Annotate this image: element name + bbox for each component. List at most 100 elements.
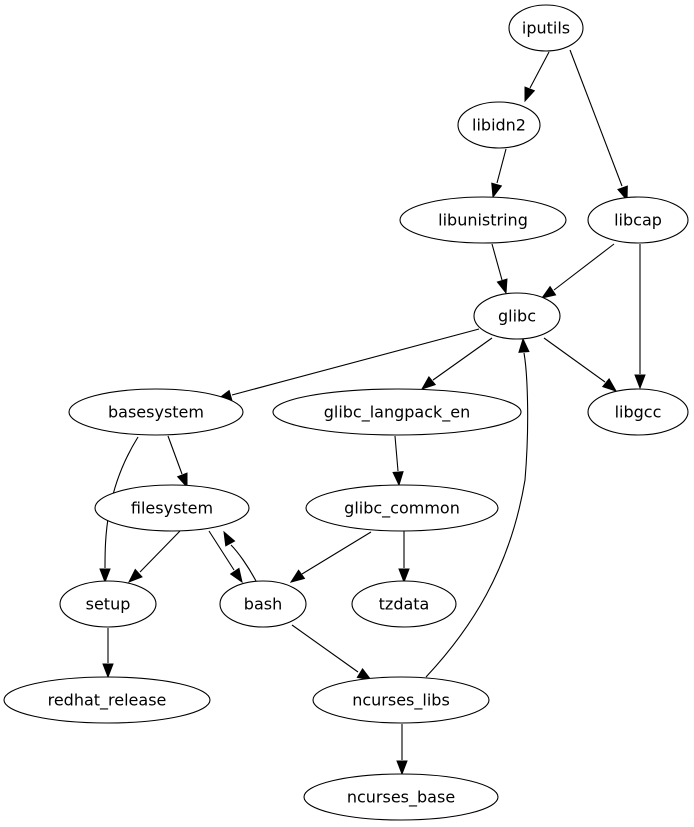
edge-line [231, 328, 480, 396]
node-libcap: libcap [587, 196, 689, 244]
node-shape [59, 580, 157, 628]
edge-glibc-to-libgcc [543, 337, 618, 392]
arrowhead-icon [289, 569, 306, 583]
node-label: filesystem [131, 499, 213, 518]
node-shape [303, 773, 499, 821]
arrowhead-icon [634, 374, 646, 390]
edge-bash-to-filesystem [223, 530, 257, 582]
edge-line [543, 337, 606, 383]
nodes-layer: iputils libidn2 libunistring libcap glibc bas… [3, 4, 689, 821]
edge-filesystem-to-bash [208, 530, 243, 584]
arrowhead-icon [223, 530, 236, 547]
node-libunistring: libunistring [399, 196, 567, 244]
node-label: ncurses_libs [352, 691, 450, 711]
node-glibc-common: glibc_common [305, 484, 499, 532]
node-redhat-release: redhat_release [3, 676, 211, 724]
arrowhead-icon [496, 278, 508, 295]
arrowhead-icon [392, 471, 404, 487]
arrowhead-icon [102, 663, 114, 679]
node-label: tzdata [379, 595, 430, 614]
node-shape [68, 388, 244, 436]
node-shape [473, 292, 561, 340]
node-shape [399, 196, 567, 244]
edge-libidn2-to-libunistring [491, 148, 507, 199]
arrowhead-icon [518, 337, 530, 353]
node-libgcc: libgcc [587, 388, 689, 436]
edge-glibc-langpack-en-to-glibc-common [392, 435, 404, 487]
edge-line [394, 435, 399, 472]
edge-line [496, 148, 507, 184]
node-shape [94, 484, 250, 532]
node-libidn2: libidn2 [457, 101, 541, 149]
edge-ncurses-libs-to-ncurses-base [396, 724, 408, 776]
arrowhead-icon [99, 568, 111, 584]
edge-line [230, 544, 257, 582]
edge-line [139, 530, 181, 573]
node-glibc: glibc [473, 292, 561, 340]
arrowhead-icon [491, 182, 503, 199]
edge-line [432, 337, 493, 381]
edge-basesystem-to-filesystem [167, 435, 188, 489]
edge-iputils-to-libidn2 [524, 51, 550, 103]
edge-libunistring-to-glibc [491, 243, 508, 295]
arrowhead-icon [420, 376, 437, 390]
edge-libcap-to-libgcc [634, 244, 646, 390]
edge-line [529, 51, 550, 89]
edge-glibc-common-to-tzdata [398, 531, 410, 584]
node-shape [351, 580, 457, 628]
edge-glibc-to-glibc-langpack-en [420, 337, 493, 390]
node-setup: setup [59, 580, 157, 628]
node-label: libunistring [438, 211, 528, 230]
edge-bash-to-ncurses-libs [291, 624, 373, 681]
node-tzdata: tzdata [351, 580, 457, 628]
node-shape [587, 196, 689, 244]
arrowhead-icon [127, 568, 143, 583]
node-label: iputils [522, 19, 570, 38]
node-label: glibc_common [344, 499, 460, 519]
edge-iputils-to-libcap [569, 49, 628, 202]
node-label: libcap [614, 211, 662, 230]
node-label: libgcc [615, 403, 662, 422]
edge-glibc-to-basesystem [216, 328, 480, 401]
edges-layer [99, 49, 646, 776]
node-label: libidn2 [472, 116, 526, 135]
arrowhead-icon [398, 568, 410, 584]
arrowhead-icon [617, 185, 628, 202]
node-basesystem: basesystem [68, 388, 244, 436]
arrowhead-icon [396, 760, 408, 776]
node-shape [587, 388, 689, 436]
node-glibc-langpack-en: glibc_langpack_en [272, 388, 522, 436]
node-shape [219, 580, 307, 628]
node-label: basesystem [108, 403, 204, 422]
arrowhead-icon [524, 86, 536, 103]
node-label: ncurses_base [347, 788, 455, 808]
edge-line [553, 243, 615, 291]
node-shape [508, 4, 584, 52]
node-label: redhat_release [48, 691, 167, 711]
node-label: bash [244, 595, 282, 614]
edge-glibc-common-to-bash [289, 531, 372, 583]
edge-line [491, 243, 503, 281]
edge-line [425, 352, 529, 678]
edge-filesystem-to-setup [127, 530, 181, 583]
edge-line [291, 624, 359, 673]
node-ncurses-libs: ncurses_libs [312, 676, 490, 724]
node-shape [312, 676, 490, 724]
edge-ncurses-libs-to-glibc [425, 337, 530, 678]
edge-line [167, 435, 183, 475]
arrowhead-icon [540, 285, 557, 299]
node-filesystem: filesystem [94, 484, 250, 532]
node-label: glibc_langpack_en [324, 403, 471, 423]
node-label: setup [86, 595, 131, 614]
node-shape [272, 388, 522, 436]
node-iputils: iputils [508, 4, 584, 52]
node-shape [305, 484, 499, 532]
arrowhead-icon [229, 567, 243, 584]
node-shape [457, 101, 541, 149]
node-shape [3, 676, 211, 724]
edge-line [301, 531, 372, 575]
edge-line [569, 49, 623, 187]
arrowhead-icon [601, 378, 618, 392]
edge-line [208, 530, 235, 571]
